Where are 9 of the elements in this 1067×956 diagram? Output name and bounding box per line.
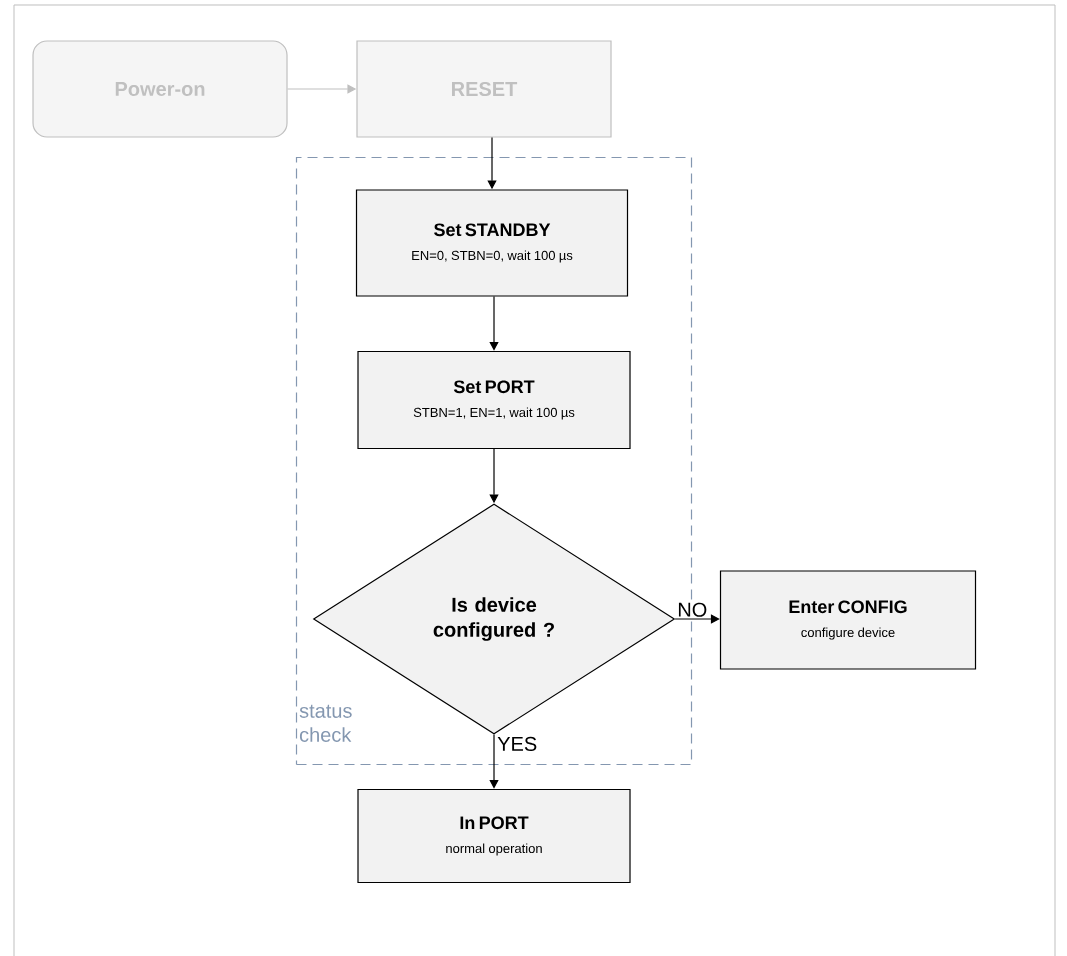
- edge-label: YES: [496, 735, 539, 752]
- arrow: [489, 734, 499, 789]
- arrow: [674, 614, 720, 624]
- edge-label: NO: [676, 601, 709, 618]
- arrow: [489, 296, 499, 351]
- process-box: Set STANDBY EN=0, STBN=0, wait 100 µs: [355, 189, 629, 297]
- process-box: In PORT normal operation: [357, 788, 631, 884]
- process-box: Set PORT STBN=1, EN=1, wait 100 µs: [357, 350, 631, 450]
- process-box: Enter CONFIG configure device: [719, 570, 977, 670]
